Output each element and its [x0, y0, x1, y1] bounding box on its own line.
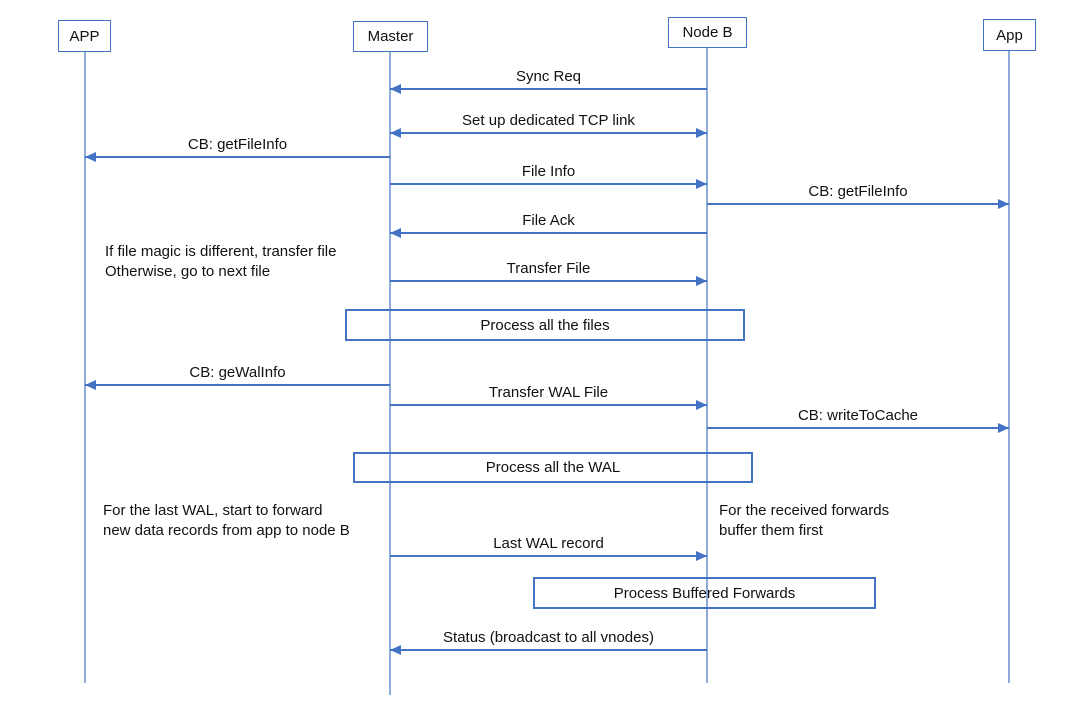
message-sync-req: Sync Req — [390, 68, 707, 94]
message-set-up-dedicated-tcp-link: Set up dedicated TCP link — [390, 112, 707, 138]
message-line — [390, 649, 707, 651]
process-box-label: Process all the WAL — [485, 459, 621, 476]
message-cb-getfileinfo: CB: getFileInfo — [85, 136, 390, 162]
actor-box-node-b: Node B — [668, 17, 747, 48]
message-cb-writetocache: CB: writeToCache — [707, 407, 1009, 433]
arrowhead-left-icon — [85, 152, 96, 162]
arrowhead-left-icon — [390, 128, 401, 138]
message-label: CB: getFileInfo — [808, 183, 908, 200]
message-line — [390, 183, 707, 185]
arrowhead-right-icon — [998, 423, 1009, 433]
message-line — [390, 88, 707, 90]
message-line — [390, 232, 707, 234]
actor-box-master: Master — [353, 21, 428, 52]
annotation-line: For the last WAL, start to forward — [103, 502, 323, 519]
arrowhead-right-icon — [696, 128, 707, 138]
arrowhead-left-icon — [390, 228, 401, 238]
message-label: CB: geWalInfo — [189, 364, 286, 381]
process-box-process-all-the-wal: Process all the WAL — [353, 452, 753, 483]
arrowhead-right-icon — [696, 400, 707, 410]
lifeline-app-left — [84, 52, 86, 683]
message-cb-gewalinfo: CB: geWalInfo — [85, 364, 390, 390]
message-line — [390, 132, 707, 134]
message-label: CB: getFileInfo — [187, 136, 288, 153]
message-last-wal-record: Last WAL record — [390, 535, 707, 561]
message-label: Last WAL record — [493, 535, 604, 552]
lifeline-master — [389, 52, 391, 695]
annotation-line: For the received forwards — [719, 502, 890, 519]
message-status-broadcast-to-all-vnodes: Status (broadcast to all vnodes) — [390, 629, 707, 655]
message-cb-getfileinfo: CB: getFileInfo — [707, 183, 1009, 209]
message-line — [85, 384, 390, 386]
message-line — [390, 404, 707, 406]
actor-label-master: Master — [367, 28, 414, 45]
process-box-label: Process all the files — [480, 316, 610, 334]
message-line — [85, 156, 390, 158]
message-transfer-wal-file: Transfer WAL File — [390, 384, 707, 410]
note-received-forwards: For the received forwards buffer them fir… — [719, 501, 889, 541]
process-box-process-buffered-forwards: Process Buffered Forwards — [533, 577, 876, 609]
actor-label-app-left: APP — [69, 27, 100, 45]
message-line — [707, 427, 1009, 429]
arrowhead-right-icon — [696, 179, 707, 189]
process-box-process-all-the-files: Process all the files — [345, 309, 745, 341]
process-box-label: Process Buffered Forwards — [613, 584, 796, 602]
note-file-magic: If file magic is different, transfer fil… — [105, 242, 336, 282]
message-label: CB: writeToCache — [797, 407, 919, 424]
message-file-info: File Info — [390, 163, 707, 189]
message-label: Set up dedicated TCP link — [462, 112, 635, 129]
arrowhead-left-icon — [85, 380, 96, 390]
annotation-line: Otherwise, go to next file — [105, 263, 271, 280]
actor-box-app-left: APP — [58, 20, 111, 52]
arrowhead-left-icon — [390, 645, 401, 655]
message-file-ack: File Ack — [390, 212, 707, 238]
message-transfer-file: Transfer File — [390, 260, 707, 286]
message-label: Status (broadcast to all vnodes) — [443, 629, 654, 646]
annotation-line: new data records from app to node B — [103, 522, 350, 539]
arrowhead-right-icon — [696, 551, 707, 561]
arrowhead-left-icon — [390, 84, 401, 94]
lifeline-app-right — [1008, 51, 1010, 683]
note-last-wal-forward: For the last WAL, start to forward new da… — [103, 501, 350, 541]
message-line — [390, 555, 707, 557]
arrowhead-right-icon — [696, 276, 707, 286]
message-label: Transfer File — [506, 260, 591, 277]
message-label: File Ack — [522, 212, 575, 229]
actor-box-app-right: App — [983, 19, 1036, 51]
actor-label-node-b: Node B — [682, 24, 733, 41]
message-label: Sync Req — [515, 68, 582, 85]
message-label: Transfer WAL File — [488, 384, 609, 401]
actor-label-app-right: App — [996, 26, 1023, 44]
message-line — [390, 280, 707, 282]
message-label: File Info — [521, 163, 576, 180]
lifeline-node-b — [706, 48, 708, 683]
annotation-line: If file magic is different, transfer fil… — [105, 243, 337, 260]
message-line — [707, 203, 1009, 205]
arrowhead-right-icon — [998, 199, 1009, 209]
annotation-line: buffer them first — [719, 522, 823, 539]
